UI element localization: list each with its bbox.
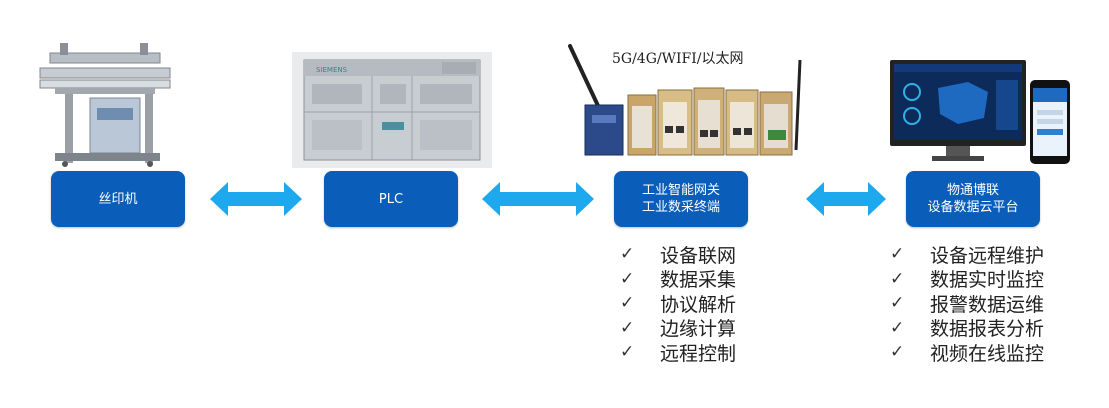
check-icon: ✓ bbox=[620, 317, 635, 338]
list-item: ✓ 边缘计算 bbox=[620, 316, 736, 341]
plc-brand-text: SIEMENS bbox=[316, 66, 348, 74]
check-icon: ✓ bbox=[620, 244, 635, 265]
check-icon: ✓ bbox=[890, 317, 905, 338]
screen-printer-image bbox=[39, 43, 171, 167]
gateway-feature-list: ✓ 设备联网 ✓ 数据采集 ✓ 协议解析 ✓ 边缘计算 ✓ 远程控制 bbox=[620, 242, 736, 365]
feature-label: 数据采集 bbox=[660, 269, 737, 292]
list-item: ✓ 视频在线监控 bbox=[890, 340, 1044, 365]
node-plc-label: PLC bbox=[378, 191, 404, 207]
feature-label: 协议解析 bbox=[660, 293, 737, 316]
node-cloud-label-line1: 物通博联 bbox=[946, 183, 999, 198]
list-item: ✓ 数据报表分析 bbox=[890, 316, 1044, 341]
list-item: ✓ 数据实时监控 bbox=[890, 267, 1044, 292]
node-gateway-label-line2: 工业数采终端 bbox=[641, 200, 720, 215]
node-cloud: 物通博联 设备数据云平台 bbox=[906, 171, 1040, 227]
list-item: ✓ 设备联网 bbox=[620, 242, 736, 267]
double-arrow-3 bbox=[806, 182, 886, 216]
feature-label: 视频在线监控 bbox=[930, 342, 1045, 365]
feature-label: 报警数据运维 bbox=[930, 293, 1045, 316]
list-item: ✓ 数据采集 bbox=[620, 267, 736, 292]
gateway-devices-image bbox=[568, 44, 802, 156]
check-icon: ✓ bbox=[890, 244, 905, 265]
double-arrow-1 bbox=[210, 182, 302, 216]
check-icon: ✓ bbox=[620, 342, 635, 363]
feature-label: 远程控制 bbox=[660, 342, 737, 365]
check-icon: ✓ bbox=[620, 293, 635, 314]
node-gateway-label-line1: 工业智能网关 bbox=[641, 183, 720, 198]
list-item: ✓ 设备远程维护 bbox=[890, 242, 1044, 267]
network-label: 5G/4G/WIFI/以太网 bbox=[612, 51, 744, 67]
feature-label: 设备联网 bbox=[660, 244, 737, 267]
list-item: ✓ 报警数据运维 bbox=[890, 291, 1044, 316]
check-icon: ✓ bbox=[890, 293, 905, 314]
cloud-platform-image bbox=[890, 60, 1070, 164]
check-icon: ✓ bbox=[620, 268, 635, 289]
node-screen-printer-label: 丝印机 bbox=[98, 191, 138, 207]
cloud-feature-list: ✓ 设备远程维护 ✓ 数据实时监控 ✓ 报警数据运维 ✓ 数据报表分析 ✓ 视频… bbox=[890, 242, 1044, 365]
feature-label: 边缘计算 bbox=[660, 318, 737, 341]
double-arrow-2 bbox=[482, 182, 594, 216]
node-cloud-label-line2: 设备数据云平台 bbox=[927, 200, 1019, 215]
feature-label: 数据报表分析 bbox=[930, 318, 1045, 341]
node-gateway: 工业智能网关 工业数采终端 bbox=[614, 171, 748, 227]
feature-label: 设备远程维护 bbox=[930, 244, 1045, 267]
check-icon: ✓ bbox=[890, 268, 905, 289]
check-icon: ✓ bbox=[890, 342, 905, 363]
node-screen-printer: 丝印机 bbox=[51, 171, 185, 227]
list-item: ✓ 协议解析 bbox=[620, 291, 736, 316]
list-item: ✓ 远程控制 bbox=[620, 340, 736, 365]
plc-image: SIEMENS bbox=[292, 52, 492, 168]
node-plc: PLC bbox=[324, 171, 458, 227]
feature-label: 数据实时监控 bbox=[930, 269, 1045, 292]
